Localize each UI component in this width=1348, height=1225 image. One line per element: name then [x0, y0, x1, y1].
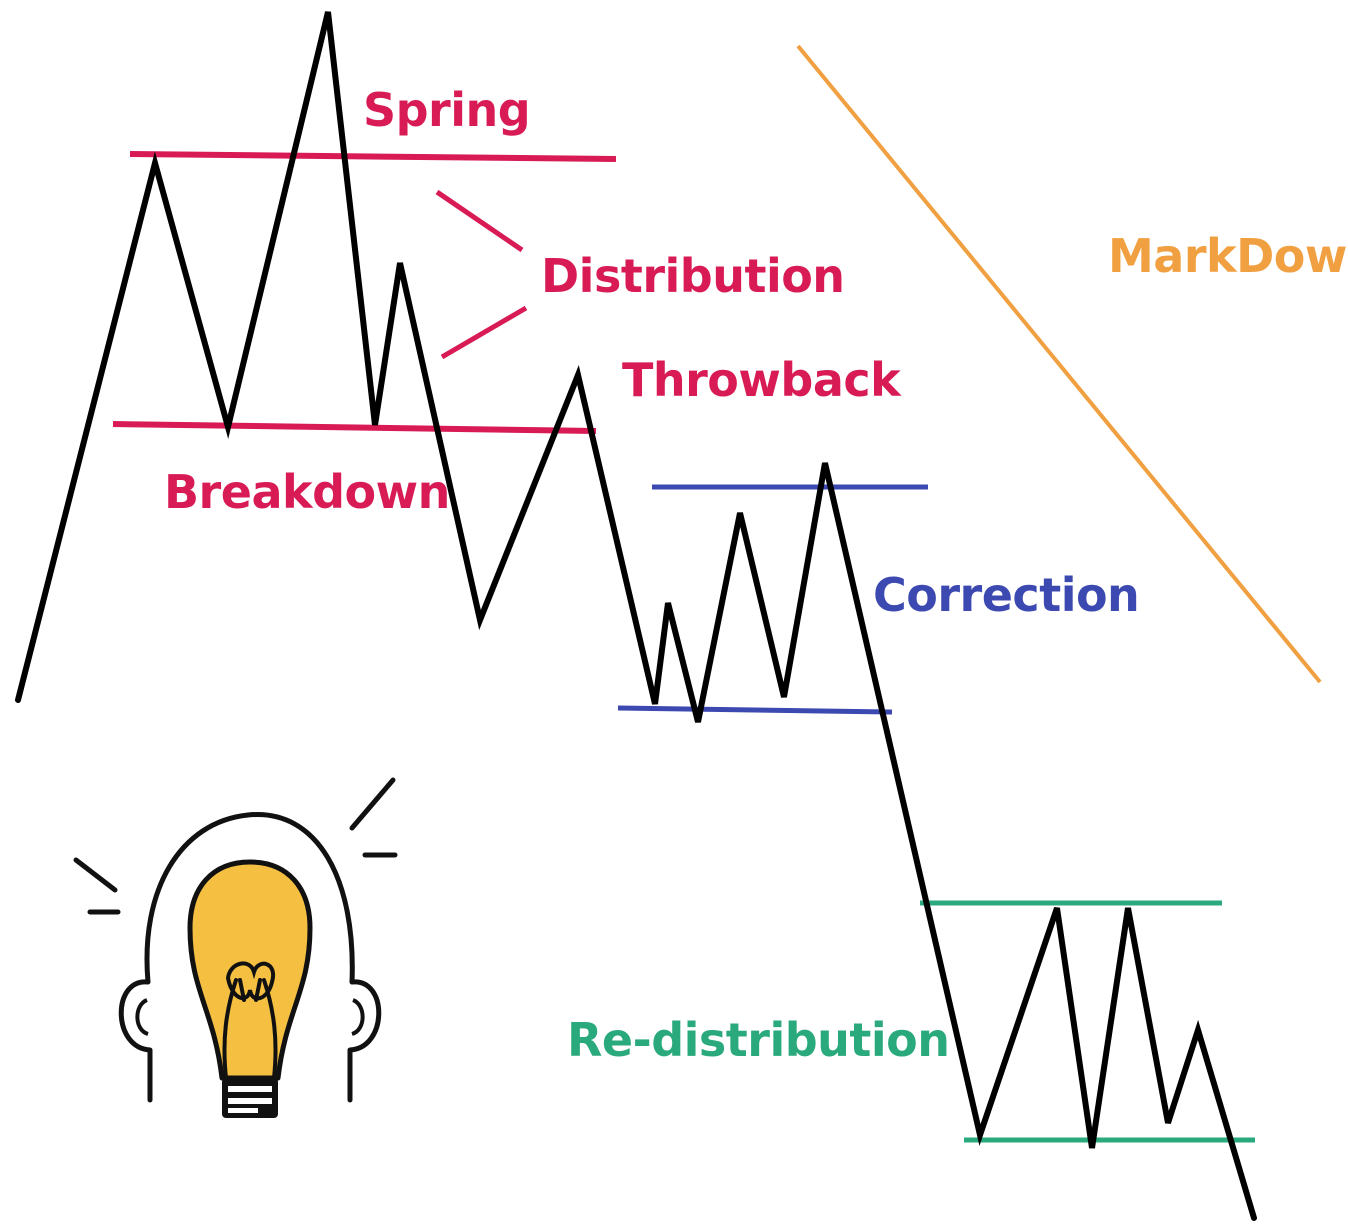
- ear-left-icon: [135, 998, 149, 1036]
- distribution-pointer-lower: [440, 305, 528, 360]
- distribution-top-line: [129, 151, 617, 162]
- breakdown-support-line: [112, 421, 597, 434]
- ear-right-icon: [351, 998, 365, 1036]
- distribution-label: Distribution: [541, 249, 845, 303]
- idea-rays-icon: [73, 777, 398, 915]
- head-with-lightbulb-icon: [73, 777, 398, 1118]
- throwback-label: Throwback: [622, 353, 902, 407]
- redistribution-label: Re-distribution: [567, 1013, 950, 1067]
- bulb-base-icon: [222, 1078, 278, 1118]
- markdown-trend-line: [796, 44, 1322, 684]
- markdown-label: MarkDown: [1108, 229, 1348, 283]
- lightbulb-icon: [187, 859, 313, 1081]
- correction-bottom-line: [617, 705, 893, 715]
- distribution-pointer-upper: [435, 189, 524, 253]
- correction-label: Correction: [873, 568, 1139, 622]
- price-path: [15, 11, 1257, 1221]
- head-outline-icon: [118, 812, 382, 1103]
- breakdown-label: Breakdown: [164, 465, 450, 519]
- spring-label: Spring: [363, 83, 530, 137]
- filament-icon: [222, 961, 278, 1080]
